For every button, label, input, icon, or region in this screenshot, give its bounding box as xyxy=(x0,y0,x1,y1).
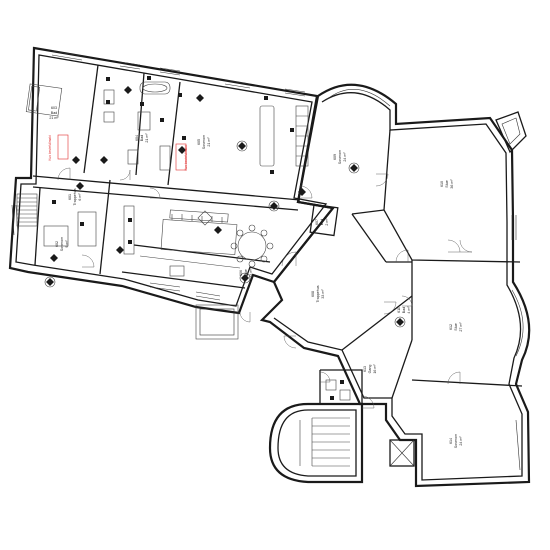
room-area: 16 m² xyxy=(373,364,377,374)
room-area: 24 m² xyxy=(459,436,463,446)
annotation-note: Kun bestefullmakt xyxy=(184,145,188,170)
room-number: 614 xyxy=(449,438,453,444)
room-name: Soverom xyxy=(454,434,458,448)
room-number: 602 xyxy=(55,241,59,247)
room-name: Trappehus xyxy=(73,188,77,205)
room-name: Bad xyxy=(51,111,57,115)
room-name: Soverom xyxy=(60,237,64,251)
room-number: 605 xyxy=(197,139,201,145)
room-number: 613 xyxy=(363,366,367,372)
note-labels: Kun bestefullmakt Kun bestefullmakt xyxy=(48,135,188,170)
door-swings xyxy=(57,167,473,409)
room-name: Bad xyxy=(320,219,324,225)
room-number: 603 xyxy=(51,106,57,110)
room-name: Soverom xyxy=(338,150,342,164)
room-area: 4 m² xyxy=(407,306,411,314)
room-area: 36 m² xyxy=(450,179,454,189)
room-name: Soverom xyxy=(202,135,206,149)
room-area: 33 m² xyxy=(249,268,253,278)
room-name: Stue xyxy=(454,323,458,330)
room-area: 21 m² xyxy=(207,137,211,147)
room-area: 6 m² xyxy=(78,193,82,201)
annotation-symbols xyxy=(44,76,406,400)
room-area: 27 m² xyxy=(459,322,463,332)
room-number: 609 xyxy=(333,154,337,160)
room-number: 607 xyxy=(315,219,319,225)
room-number: 606 xyxy=(239,270,243,276)
south-stairwell xyxy=(268,369,364,484)
room-name: Bad xyxy=(140,135,144,141)
room-name: Trappehus xyxy=(316,285,320,302)
room-name: Gang xyxy=(368,365,372,374)
room-area: 24 m² xyxy=(343,152,347,162)
room-area: 21 m² xyxy=(49,116,59,120)
furniture-left-wing xyxy=(25,81,309,340)
room-name: Stue xyxy=(445,180,449,187)
room-number: 611 xyxy=(397,307,401,313)
room-number: 612 xyxy=(449,324,453,330)
room-area: 21 m² xyxy=(145,133,149,143)
room-area: 2 m² xyxy=(325,218,329,226)
outer-walls-right-wing xyxy=(259,83,531,488)
annotation-note: Kun bestefullmakt xyxy=(48,135,52,160)
room-number: 604 xyxy=(135,135,139,141)
room-number: 608 xyxy=(311,291,315,297)
room-name: Stue xyxy=(244,269,248,276)
room-area: 9 m² xyxy=(65,240,69,248)
room-name: Bad xyxy=(402,307,406,313)
room-number: 610 xyxy=(440,181,444,187)
room-number: 601 xyxy=(68,194,72,200)
room-area: 33 m² xyxy=(321,289,325,299)
